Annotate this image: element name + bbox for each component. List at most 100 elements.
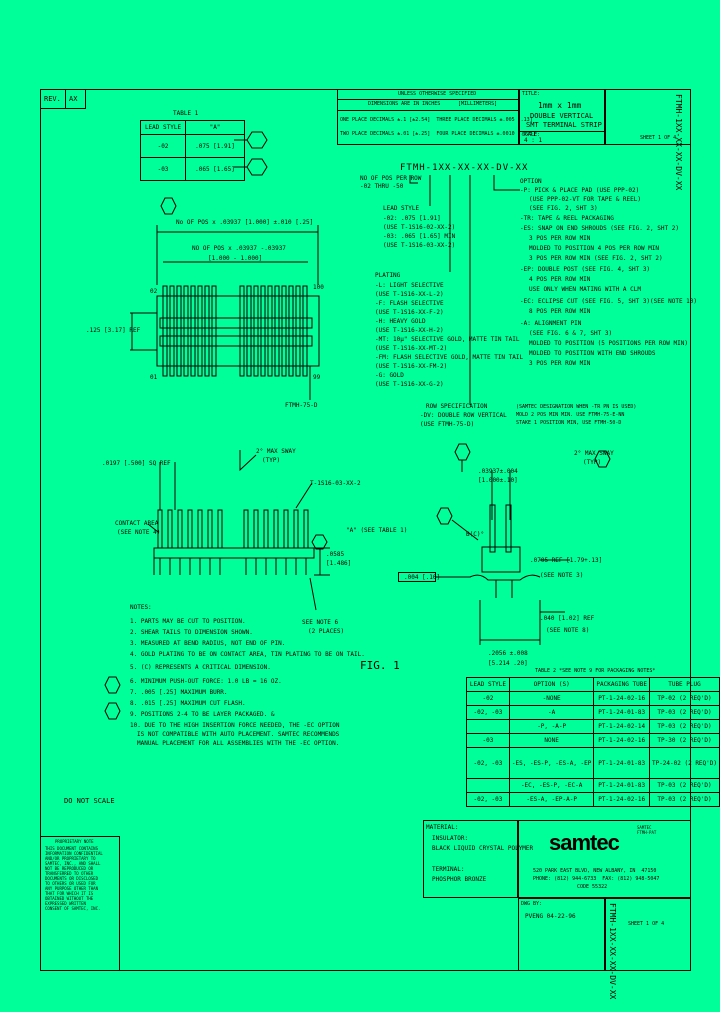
callout: -F: FLASH SELECTIVE — [375, 300, 444, 307]
title-label: TITLE: — [522, 91, 541, 97]
part-code: FTMH-1XX-XX-XX-DV-XX — [400, 163, 529, 173]
bottom-part-box: FTMH-1XX-XX-XX-DV-XX SHEET 1 OF 4 — [605, 898, 691, 999]
table2-cell: TP-30 (2 REQ'D) — [648, 733, 720, 748]
callout: -H: HEAVY GOLD — [375, 318, 426, 325]
table2-cell: -02, -03 — [466, 705, 510, 720]
callout: -P: PICK & PLACE PAD (USE PPP-02) — [520, 187, 640, 194]
samtec-note: (SAMTEC DESIGNATION WHEN -TR PN IS USED) — [516, 404, 637, 410]
tolerance-sub-right: [MILLIMETERS] — [458, 101, 498, 107]
tolerance-header: UNLESS OTHERWISE SPECIFIED — [398, 91, 477, 97]
table2-cell: -02 — [466, 691, 510, 706]
callout: (USE T-1S16-03-XX-2) — [383, 242, 456, 249]
table2-cell: TP-03 (2 REQ'D) — [648, 792, 720, 807]
callout: NO OF POS PER ROW — [360, 175, 422, 182]
proprietary-line: INFORMATION CONFIDENTIAL — [45, 851, 103, 856]
callout: 4 POS PER ROW MIN — [529, 276, 591, 283]
callout: (USE T-1S16-XX-F-2) — [375, 309, 444, 316]
side-004-box — [398, 572, 436, 582]
table1-cell: .065 [1.65] — [185, 157, 245, 181]
callout: 3 POS PER ROW MIN — [529, 235, 591, 242]
callout: USE ONLY WHEN MATING WITH A CLM — [529, 286, 641, 293]
top-view-ftmh: FTMH-75-D — [285, 402, 318, 409]
note: 1. PARTS MAY BE CUT TO POSITION. — [130, 618, 246, 625]
rev-box: REV. AX — [40, 89, 86, 109]
samtec-note: MOLD 2 POS MIN MIN. USE FTMH-75-E-NN — [516, 412, 625, 418]
callout: -G: GOLD — [375, 372, 404, 379]
front-see-note4: (SEE NOTE 4) — [117, 529, 161, 536]
rev-value: AX — [69, 95, 78, 103]
table2-cell — [466, 719, 510, 734]
note: MANUAL PLACEMENT FOR ALL ASSEMBLIES WITH… — [137, 740, 340, 747]
front-a-see-table: "A" (SEE TABLE 1) — [346, 527, 408, 534]
callout: -EP: DOUBLE POST (SEE FIG. 4, SHT 3) — [520, 266, 651, 273]
note: 5. (C) REPRESENTS A CRITICAL DIMENSION. — [130, 664, 271, 671]
table2: LEAD STYLE OPTION (S) PACKAGING TUBE TUB… — [466, 677, 720, 807]
top-view-pos-label: No OF POS x .03937 [1.000] ±.010 [.25] — [176, 219, 314, 226]
proprietary-line: EXPRESSED WRITTEN — [45, 901, 86, 906]
note: 4. GOLD PLATING TO BE ON CONTACT AREA, T… — [130, 651, 365, 658]
proprietary-line: CONSENT OF SAMTEC, INC. — [45, 906, 101, 911]
front-see-note6: SEE NOTE 6 — [302, 619, 339, 626]
pin-100: 100 — [313, 284, 324, 291]
title-block: TITLE: 1mm x 1mm DOUBLE VERTICAL SMT TER… — [519, 89, 605, 145]
samtec-address2: PHONE: (812) 944-6733 FAX: (812) 948-504… — [533, 876, 660, 882]
title-line2: DOUBLE VERTICAL — [530, 112, 594, 120]
callout: -03: .065 [1.65] MIN — [383, 233, 456, 240]
side-03937: .03937±.004 — [478, 468, 518, 475]
proprietary-line: THIS DOCUMENT CONTAINS — [45, 846, 98, 851]
callout: -A: ALIGNMENT PIN — [520, 320, 582, 327]
front-typ: (TYP) — [262, 457, 281, 464]
table1-cell: -02 — [140, 134, 186, 158]
callout: MOLDED TO POSITION (5 POSITIONS PER ROW … — [529, 340, 688, 347]
table2-cell: -ES-A, -EP-A-P — [508, 792, 595, 807]
samtec-side1: SAMTEC — [637, 825, 652, 830]
callout: (USE T-1S16-02-XX-2) — [383, 224, 456, 231]
rev-label: REV. — [44, 95, 61, 103]
top-view-pos-label2: NO OF POS x .03937 -.03937 — [192, 245, 286, 252]
callout: -02 THRU -50 — [360, 183, 404, 190]
table2-cell: PT-1-24-01-83 — [593, 705, 650, 720]
table2-header: TUBE PLUG — [648, 677, 720, 692]
proprietary-line: THAT FOR WHICH IT IS — [45, 891, 94, 896]
front-0585: .0585 — [326, 551, 345, 558]
proprietary-line: PROPRIETARY NOTE — [55, 839, 94, 844]
callout: -FM: FLASH SELECTIVE GOLD, MATTE TIN TAI… — [375, 354, 524, 361]
pin-01: 01 — [150, 374, 158, 381]
title-line3: SMT TERMINAL STRIP — [526, 121, 602, 129]
bottom-part-vertical: FTMH-1XX-XX-XX-DV-XX — [608, 903, 617, 1000]
table2-cell: PT-1-24-02-16 — [593, 733, 650, 748]
table2-cell: -02, -03 — [466, 747, 510, 779]
fig-label: FIG. 1 — [360, 659, 400, 672]
table2-cell: -03 — [466, 733, 510, 748]
table2-header: OPTION (S) — [508, 677, 595, 692]
callout: LEAD STYLE — [383, 205, 420, 212]
table2-cell: TP-03 (2 REQ'D) — [648, 719, 720, 734]
pin-02: 02 — [150, 288, 158, 295]
part-number-box: FTMH-1XX-XX-XX-DV-XX SHEET 1 OF 4 — [605, 89, 691, 190]
table2-cell: PT-1-24-02-14 — [593, 719, 650, 734]
side-0705: .0705 REF [1.79+.13] — [530, 557, 603, 564]
table1-header-a: "A" — [185, 120, 245, 135]
table2-cell: TP-02 (2 REQ'D) — [648, 691, 720, 706]
row-spec-line1: -DV: DOUBLE ROW VERTICAL — [420, 412, 507, 419]
table2-cell: TP-24-02 (2 REQ'D) — [648, 747, 720, 779]
callout: -ES: SNAP ON END SHROUDS (SEE FIG. 2, SH… — [520, 225, 679, 232]
side-see-note8: (SEE NOTE 8) — [546, 627, 590, 634]
side-2056: .2056 ±.008 — [488, 650, 528, 657]
table2-cell: PT-1-24-02-16 — [593, 792, 650, 807]
front-max-sway: 2° MAX SWAY — [256, 448, 296, 455]
row-spec-label: ROW SPECIFICATION — [426, 403, 488, 410]
side-004: .004 [.10] — [404, 574, 441, 581]
samtec-note: STAKE 1 POSITION MIN, USE FTMH-50-D — [516, 420, 622, 426]
note: 7. .005 [.25] MAXIMUM BURR. — [130, 689, 228, 696]
proprietary-line: ANY PURPOSE OTHER THAN — [45, 886, 98, 891]
table2-cell: -A — [508, 705, 595, 720]
table1-cell: -03 — [140, 157, 186, 181]
front-2-places: (2 PLACES) — [308, 628, 345, 635]
callout: -L: LIGHT SELECTIVE — [375, 282, 444, 289]
callout: MOLDED TO POSITION 4 POS PER ROW MIN — [529, 245, 660, 252]
table2-cell: PT-1-24-01-83 — [593, 747, 650, 779]
table2-header: PACKAGING TUBE — [593, 677, 650, 692]
tolerance-block: UNLESS OTHERWISE SPECIFIED DIMENSIONS AR… — [337, 89, 536, 145]
side-03937b: [1.000±.10] — [478, 477, 518, 484]
